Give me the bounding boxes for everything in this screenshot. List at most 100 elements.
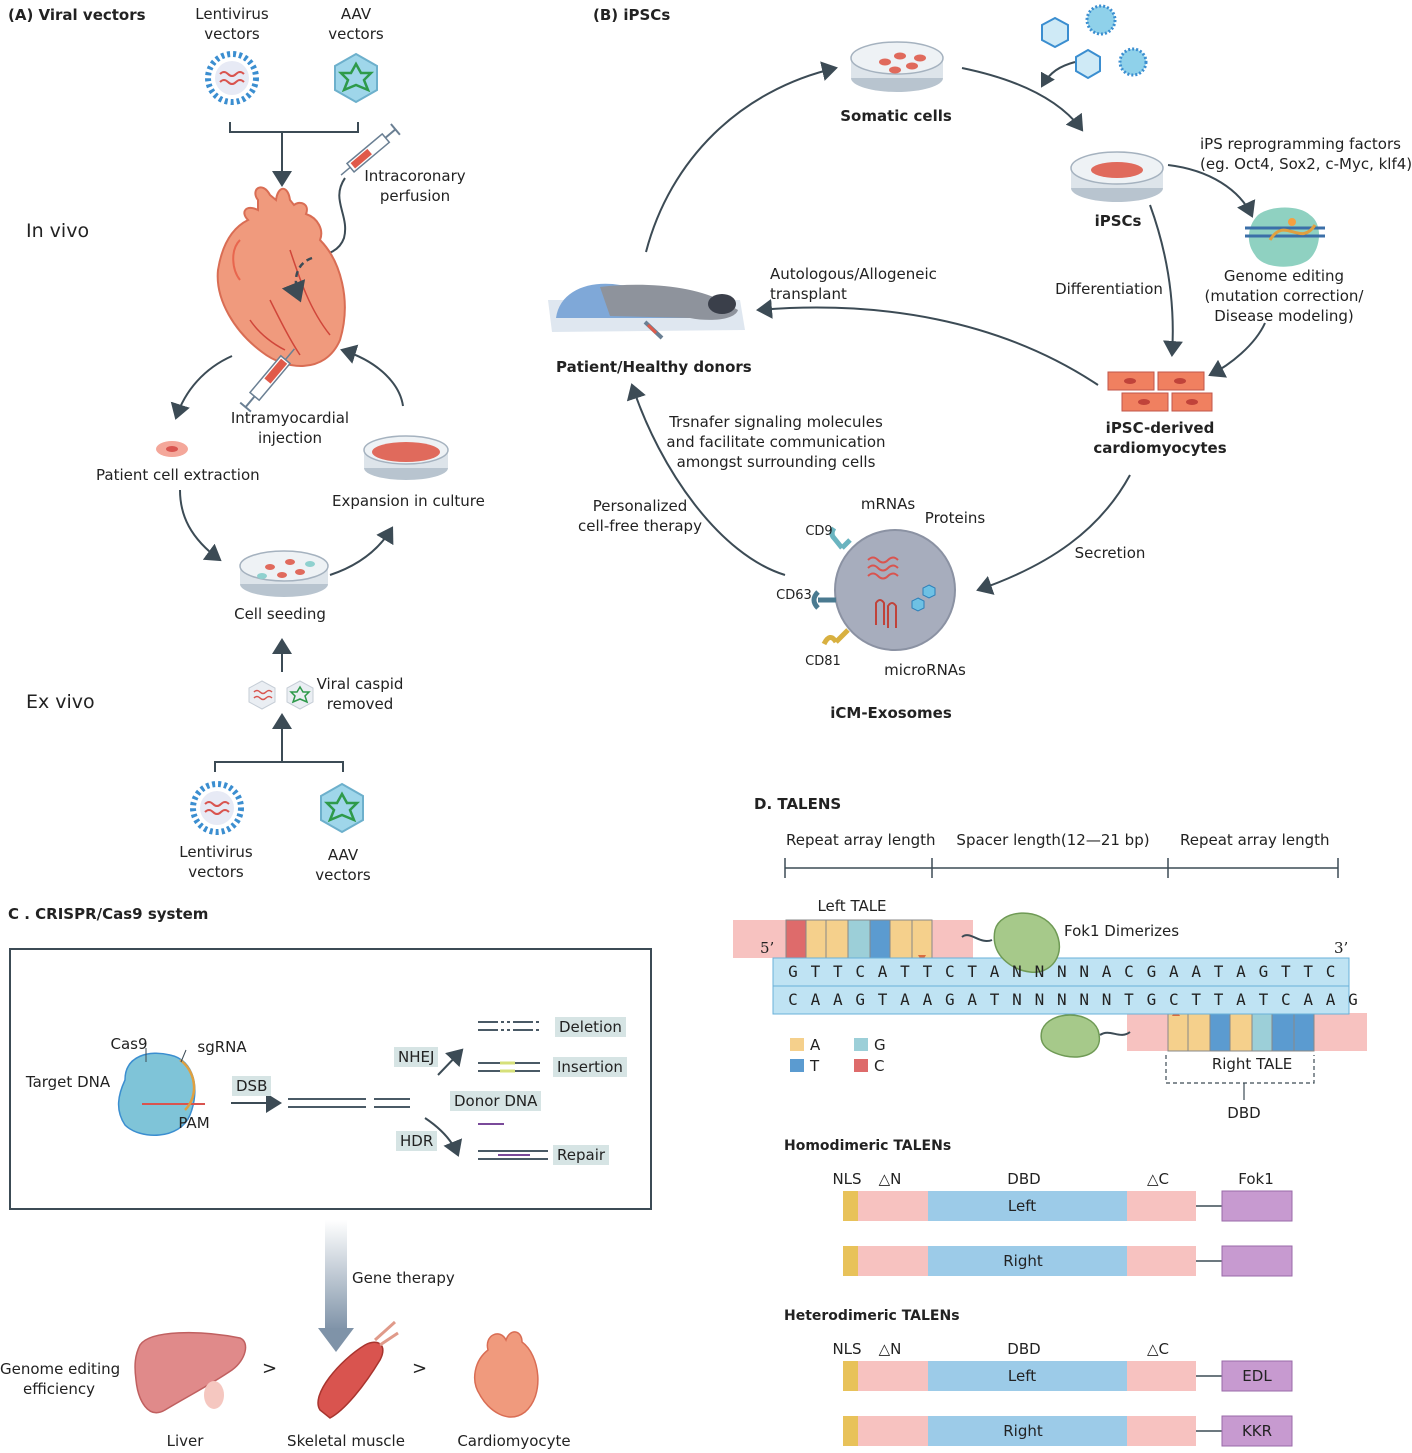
dbd-label-homo: DBD bbox=[1007, 1170, 1041, 1188]
cardiomyocyte-label: Cardiomyocyte bbox=[457, 1432, 571, 1450]
base-bottom_strand-0: C bbox=[788, 990, 798, 1009]
somatic-cells-dish bbox=[850, 41, 944, 92]
base-top_strand-12: N bbox=[1056, 962, 1067, 981]
base-bottom_strand-15: T bbox=[1124, 990, 1134, 1009]
legend-swatch-a bbox=[790, 1038, 804, 1051]
base-top_strand-3: C bbox=[855, 962, 865, 981]
base-top_strand-20: A bbox=[1236, 962, 1246, 981]
base-top_strand-9: A bbox=[989, 962, 1000, 981]
base-top_strand-17: A bbox=[1168, 962, 1179, 981]
crispr-box bbox=[9, 948, 652, 1210]
legend-a-label: A bbox=[810, 1036, 821, 1054]
hdr-label: HDR bbox=[396, 1131, 438, 1151]
homodimeric-left-construct bbox=[843, 1190, 1293, 1222]
deletion-strands bbox=[478, 1021, 540, 1031]
base-top_strand-8: T bbox=[967, 962, 977, 981]
lentivirus-icon-top bbox=[205, 51, 259, 105]
dbd-bracket bbox=[1165, 1055, 1315, 1084]
base-top_strand-18: A bbox=[1191, 962, 1201, 981]
greater-than-1: > bbox=[262, 1358, 278, 1379]
repair-strands bbox=[478, 1150, 548, 1160]
delta-c-label-homo: △C bbox=[1146, 1170, 1169, 1188]
legend-swatch-g bbox=[854, 1038, 868, 1051]
dna-bottom-strand bbox=[772, 985, 1350, 1015]
base-bottom_strand-2: A bbox=[832, 990, 843, 1009]
fok1-top-icon bbox=[961, 912, 1061, 973]
exosome-illustration bbox=[811, 526, 956, 651]
gene-therapy-arrow bbox=[318, 1220, 354, 1352]
liver-illustration bbox=[134, 1331, 247, 1414]
nhej-label: NHEJ bbox=[394, 1047, 439, 1067]
base-bottom_strand-5: A bbox=[900, 990, 910, 1009]
three-prime-label: 3’ bbox=[1334, 939, 1349, 957]
base-top_strand-19: T bbox=[1213, 962, 1224, 981]
genome-editing-label: Genome editing(mutation correction/Disea… bbox=[1204, 267, 1364, 325]
exosomes-label: iCM-Exosomes bbox=[830, 704, 952, 722]
base-top_strand-10: N bbox=[1012, 962, 1022, 981]
culture-dish-seeding bbox=[239, 550, 329, 597]
delta-n-label-homo: △N bbox=[878, 1170, 902, 1188]
base-top_strand-11: N bbox=[1034, 962, 1045, 981]
panel-c-title: C . CRISPR/Cas9 system bbox=[8, 905, 209, 923]
culture-dish-expansion bbox=[363, 435, 449, 480]
dbd-bracket-label: DBD bbox=[1227, 1104, 1261, 1122]
base-top_strand-0: G bbox=[788, 962, 798, 981]
base-top_strand-16: G bbox=[1146, 962, 1157, 981]
cell-seeding-label: Cell seeding bbox=[234, 605, 326, 623]
repair-label: Repair bbox=[553, 1145, 610, 1165]
patient-illustration bbox=[548, 283, 745, 340]
delta-n-label-hetero: △N bbox=[878, 1340, 902, 1358]
legend-swatch-c bbox=[854, 1059, 868, 1072]
fok1-label-homo: Fok1 bbox=[1238, 1170, 1274, 1188]
base-bottom_strand-22: C bbox=[1280, 990, 1291, 1009]
base-bottom_strand-9: T bbox=[989, 990, 1000, 1009]
five-prime-label: 5’ bbox=[760, 939, 775, 957]
edl-label: EDL bbox=[1242, 1367, 1272, 1385]
base-bottom_strand-13: N bbox=[1079, 990, 1089, 1009]
ex-vivo-label: Ex vivo bbox=[26, 691, 95, 713]
base-bottom_strand-20: A bbox=[1236, 990, 1246, 1009]
reprogramming-virus-icons bbox=[1041, 4, 1148, 80]
panel-b-title: (B) iPSCs bbox=[593, 6, 671, 24]
base-bottom_strand-23: A bbox=[1303, 990, 1313, 1009]
cd63-label: CD63 bbox=[776, 588, 812, 603]
legend-c-label: C bbox=[874, 1057, 885, 1075]
in-vivo-label: In vivo bbox=[26, 220, 90, 242]
base-bottom_strand-14: N bbox=[1101, 990, 1112, 1009]
micrornas-label: microRNAs bbox=[884, 661, 966, 679]
repeat-length-left: Repeat array length bbox=[786, 831, 936, 849]
reprogramming-factors-label: iPS reprogramming factors(eg. Oct4, Sox2… bbox=[1200, 135, 1412, 173]
base-bottom_strand-4: T bbox=[877, 990, 888, 1009]
homodimeric-title: Homodimeric TALENs bbox=[784, 1138, 952, 1154]
cas9-illustration bbox=[117, 1048, 205, 1136]
base-bottom_strand-6: A bbox=[922, 990, 933, 1009]
base-top_strand-15: C bbox=[1124, 962, 1134, 981]
base-top_strand-22: T bbox=[1280, 962, 1291, 981]
lentivirus-icon-bottom bbox=[190, 781, 244, 835]
dsb-label: DSB bbox=[232, 1076, 272, 1096]
cardiomyocytes-icon bbox=[1107, 371, 1213, 412]
base-top_strand-1: T bbox=[810, 962, 821, 981]
liver-label: Liver bbox=[166, 1432, 204, 1450]
left-tale-repeats bbox=[785, 919, 933, 962]
greater-than-2: > bbox=[412, 1358, 428, 1379]
cd81-label: CD81 bbox=[805, 654, 841, 669]
sgrna-label: sgRNA bbox=[197, 1038, 247, 1056]
base-bottom_strand-1: A bbox=[810, 990, 821, 1009]
ipsc-dish bbox=[1070, 151, 1164, 202]
genome-editing-icon bbox=[1245, 207, 1325, 267]
pam-label: PAM bbox=[178, 1114, 210, 1132]
heterodimeric-right-construct bbox=[843, 1415, 1293, 1447]
aav-icon-bottom bbox=[320, 782, 364, 834]
cardiomyocyte-heart-illustration bbox=[473, 1331, 539, 1418]
base-top_strand-14: A bbox=[1101, 962, 1112, 981]
legend-g-label: G bbox=[874, 1036, 886, 1054]
proteins-label: Proteins bbox=[924, 509, 986, 527]
